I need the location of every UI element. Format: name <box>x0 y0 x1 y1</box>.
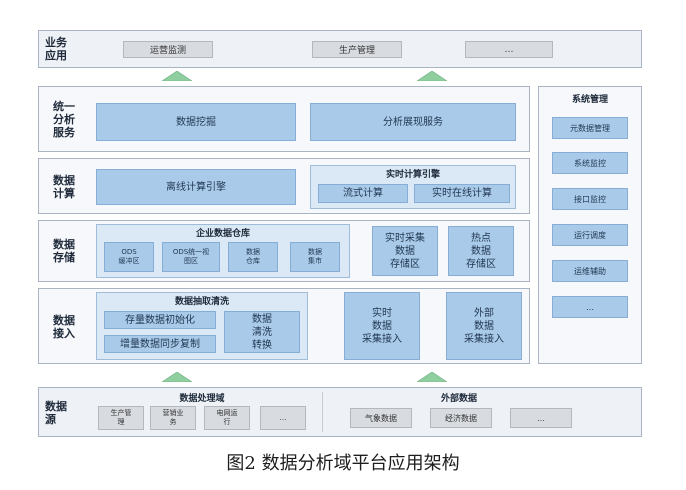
label-line: 源 <box>45 413 56 426</box>
online-compute-box: 实时在线计算 <box>414 184 510 203</box>
label-line: 接入 <box>53 327 75 340</box>
interface-monitoring-box: 接口监控 <box>552 188 628 210</box>
hot-storage-box: 热点数据存储区 <box>448 226 514 276</box>
label-line: 统一 <box>53 100 75 113</box>
label-line: 分析 <box>53 113 75 126</box>
business-layer-label: 业务 应用 <box>45 36 67 62</box>
source-domain-more-box: … <box>260 406 306 430</box>
label-line: 数据 <box>53 238 75 251</box>
stock-data-init-box: 存量数据初始化 <box>104 311 216 329</box>
offline-compute-box: 离线计算引擎 <box>96 169 296 205</box>
label-line: 应用 <box>45 49 67 62</box>
label-line: 服务 <box>53 126 75 139</box>
source-production-box: 生产管理 <box>98 406 144 430</box>
data-warehouse-box: 数据仓库 <box>228 242 278 272</box>
metadata-management-box: 元数据管理 <box>552 117 628 139</box>
label-line: 业务 <box>45 36 67 49</box>
external-more-box: … <box>510 408 572 428</box>
realtime-ingest-box: 实时数据采集接入 <box>344 292 420 360</box>
source-divider <box>322 392 323 432</box>
ingest-layer-label: 数据 接入 <box>53 314 75 340</box>
analysis-presentation-box: 分析展现服务 <box>310 103 516 141</box>
up-arrow-icon <box>417 372 447 382</box>
etl-title: 数据抽取清洗 <box>174 297 229 307</box>
business-item-production: 生产管理 <box>312 41 402 58</box>
warehouse-title: 企业数据仓库 <box>195 229 250 239</box>
processing-domain-title: 数据处理域 <box>179 394 225 404</box>
weather-data-box: 气象数据 <box>350 408 412 428</box>
incremental-sync-box: 增量数据同步复制 <box>104 335 216 353</box>
system-monitoring-box: 系统监控 <box>552 152 628 174</box>
source-grid-ops-box: 电网运行 <box>204 406 250 430</box>
external-data-title: 外部数据 <box>440 394 477 404</box>
up-arrow-icon <box>162 372 192 382</box>
label-line: 数据 <box>53 174 75 187</box>
business-item-monitoring: 运营监测 <box>123 41 213 58</box>
realtime-storage-box: 实时采集数据存储区 <box>372 226 438 276</box>
source-layer-label: 数据 源 <box>45 400 67 426</box>
up-arrow-icon <box>417 71 447 81</box>
ods-unified-view-box: ODS统一视图区 <box>162 242 220 272</box>
figure-caption: 图2 数据分析域平台应用架构 <box>226 453 460 474</box>
business-item-more: … <box>465 41 553 58</box>
system-management-title: 系统管理 <box>571 95 608 105</box>
label-line: 数据 <box>45 400 67 413</box>
stream-compute-box: 流式计算 <box>318 184 408 203</box>
ops-assist-box: 运维辅助 <box>552 260 628 282</box>
compute-layer-label: 数据 计算 <box>53 174 75 200</box>
external-ingest-box: 外部数据采集接入 <box>446 292 522 360</box>
data-mining-box: 数据挖掘 <box>96 103 296 141</box>
label-line: 数据 <box>53 314 75 327</box>
cleansing-transform-box: 数据清洗转换 <box>224 311 300 353</box>
economic-data-box: 经济数据 <box>430 408 492 428</box>
storage-layer-label: 数据 存储 <box>53 238 75 264</box>
label-line: 计算 <box>53 187 75 200</box>
analysis-layer-label: 统一 分析 服务 <box>53 100 75 139</box>
data-mart-box: 数据集市 <box>290 242 340 272</box>
up-arrow-icon <box>162 71 192 81</box>
source-marketing-box: 营销业务 <box>150 406 196 430</box>
run-scheduling-box: 运行调度 <box>552 224 628 246</box>
system-more-box: … <box>552 296 628 318</box>
label-line: 存储 <box>53 251 75 264</box>
realtime-engine-title: 实时计算引擎 <box>385 170 440 180</box>
